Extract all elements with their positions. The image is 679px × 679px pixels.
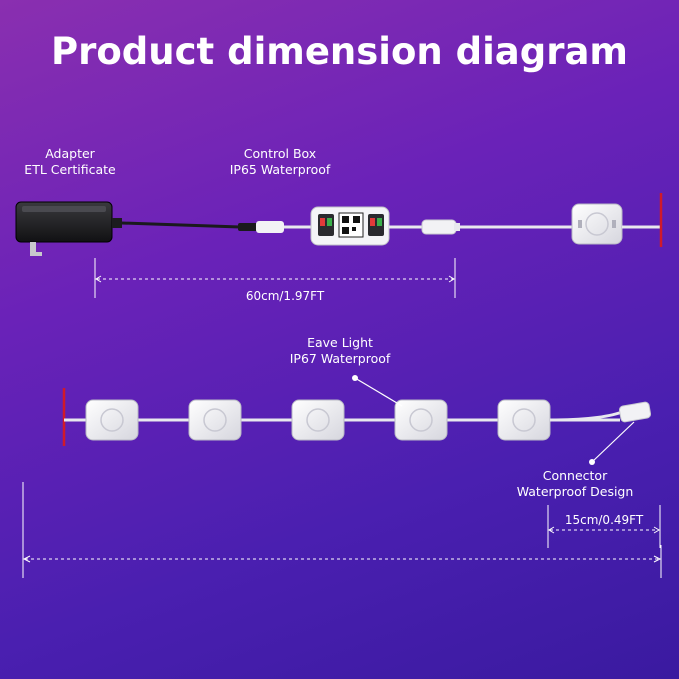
connector-label-line1: Connector [542,468,608,483]
eave-light-module-icon [85,399,139,441]
adapter-label: Adapter ETL Certificate [10,146,130,178]
dc-cable [121,221,241,229]
eave-light-module-icon [497,399,551,441]
connector-pointer [589,421,635,465]
connector-lead-dimension: 15cm/0.49FT [564,513,644,527]
adapter-cable-dimension-line [94,258,456,298]
control-box-label-line2: IP65 Waterproof [229,162,331,177]
page-title: Product dimension diagram [50,30,628,73]
eave-light-pointer [352,375,403,407]
control-box-label: Control Box IP65 Waterproof [210,146,350,178]
eave-light-label-line2: IP67 Waterproof [289,351,391,366]
eave-light-module-icon [188,399,242,441]
eave-light-label: Eave Light IP67 Waterproof [270,335,410,367]
connector-label-line2: Waterproof Design [516,484,634,499]
eave-light-module-icon [394,399,448,441]
adapter-cable-dimension: 60cm/1.97FT [245,289,325,303]
connector-plug-icon [549,401,652,423]
adapter-label-line1: Adapter [45,146,95,161]
eave-light-module-icon [571,203,623,245]
eave-light-module-icon [291,399,345,441]
top-connector-icon [421,219,460,235]
power-adapter-icon [15,201,122,256]
connector-lead-dimension-line [547,505,661,548]
overall-length-dimension-line [22,482,662,578]
control-box-label-line1: Control Box [243,146,317,161]
eave-light-label-line1: Eave Light [307,335,373,350]
connector-label: Connector Waterproof Design [505,468,645,500]
adapter-label-line2: ETL Certificate [24,162,116,177]
dc-jack-icon [238,221,284,233]
control-box-icon [310,206,390,246]
